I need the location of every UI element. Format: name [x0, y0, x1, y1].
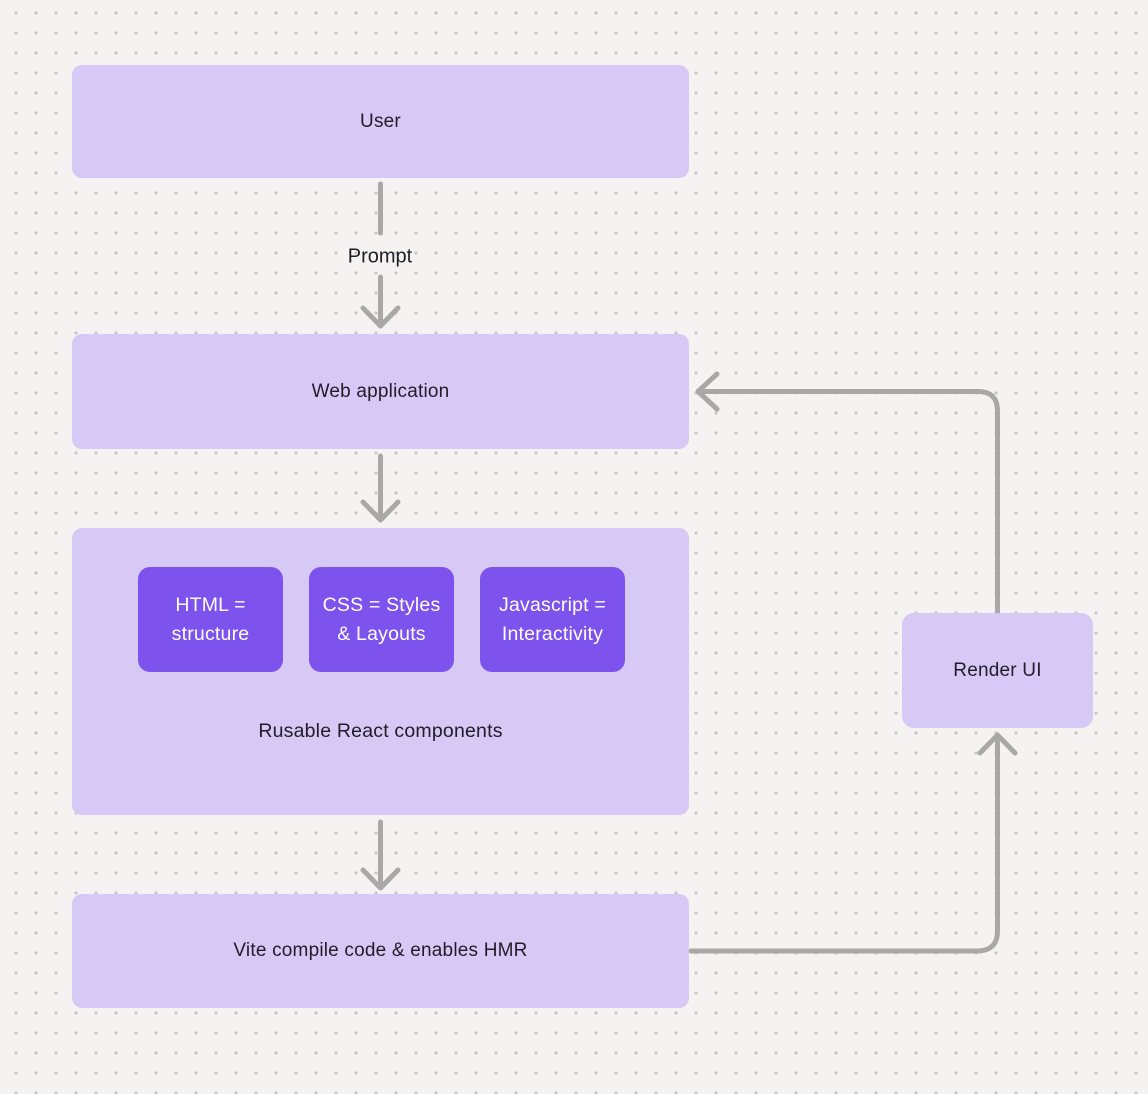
arrow-web-application-to-components [360, 453, 401, 523]
node-web-application: Web application [72, 334, 689, 449]
react-components-group-label: Rusable React components [258, 720, 503, 742]
node-user: User [72, 65, 689, 178]
chip-html: HTML = structure [138, 567, 283, 672]
arrowhead-down-icon [360, 499, 401, 523]
arrowhead-up-icon [977, 732, 1018, 756]
arrowhead-down-icon [360, 867, 401, 891]
chip-css-label: CSS = Styles & Layouts [322, 593, 441, 645]
arrow-components-to-vite [360, 819, 401, 891]
edge-label-prompt: Prompt [347, 245, 413, 268]
node-vite: Vite compile code & enables HMR [72, 894, 689, 1008]
arrow-render-ui-to-web-application [695, 371, 1000, 616]
chip-javascript-label: Javascript = Interactivity [499, 593, 606, 645]
node-react-components-group: HTML = structure CSS = Styles & Layouts … [72, 528, 689, 815]
arrow-vite-to-render-ui [688, 732, 1018, 954]
chip-javascript: Javascript = Interactivity [480, 567, 625, 672]
node-vite-label: Vite compile code & enables HMR [233, 940, 528, 961]
node-render-ui: Render UI [902, 613, 1093, 728]
chip-html-label: HTML = structure [171, 593, 250, 645]
chip-css: CSS = Styles & Layouts [309, 567, 454, 672]
arrow-user-to-web-application [360, 181, 401, 329]
arrowhead-down-icon [360, 305, 401, 329]
node-user-label: User [360, 110, 401, 132]
arrowhead-left-icon [695, 371, 720, 412]
node-web-application-label: Web application [311, 380, 450, 402]
node-render-ui-label: Render UI [953, 659, 1042, 681]
